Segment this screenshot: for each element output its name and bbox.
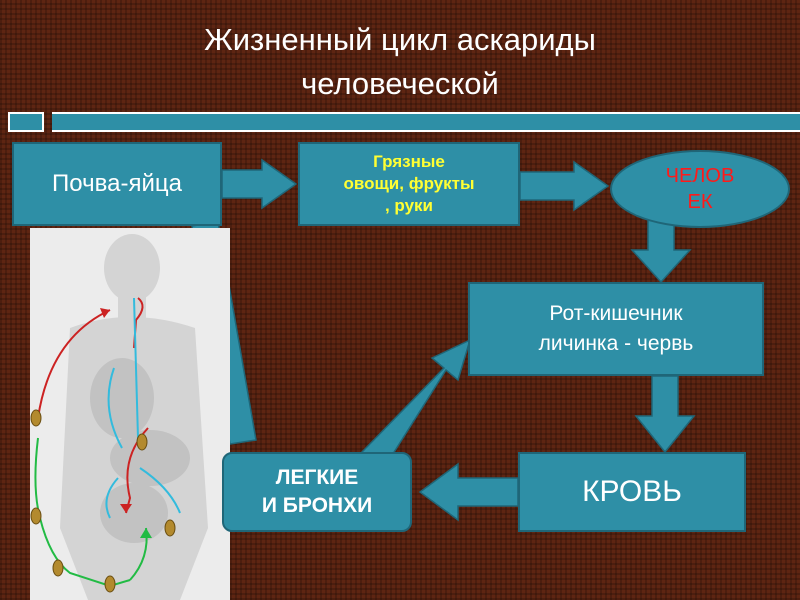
title-line-2: человеческой [301,66,499,101]
node-soil-eggs: Почва-яйца [12,142,222,226]
decor-bar-long [52,112,800,132]
node-mouth-intestine: Рот-кишечник личинка - червь [468,282,764,376]
node-veg-line-3: , руки [384,196,433,215]
node-lungs-line-1: ЛЕГКИЕ [275,466,359,489]
arrow-down-icon [634,375,696,454]
node-soil-label: Почва-яйца [52,170,182,197]
node-veg-line-1: Грязные [373,152,445,171]
node-veg-line-2: овощи, фрукты [343,174,475,193]
arrow-right-icon [519,160,610,212]
node-lungs-line-2: И БРОНХИ [261,494,373,517]
node-blood-label: КРОВЬ [582,475,682,508]
arrow-up-right-icon [360,338,472,470]
node-human-line-1: ЧЕЛОВ [665,165,735,187]
node-mouth-line-1: Рот-кишечник [549,302,683,325]
human-body-illustration [30,228,230,600]
node-human-line-2: ЕК [687,191,713,213]
node-human: ЧЕЛОВ ЕК [610,150,790,228]
title-line-1: Жизненный цикл аскариды [204,22,596,57]
node-dirty-vegetables: Грязные овощи, фрукты , руки [298,142,520,226]
decor-bar-small [8,112,44,132]
node-lungs-bronchi: ЛЕГКИЕ И БРОНХИ [222,452,412,532]
node-blood: КРОВЬ [518,452,746,532]
node-mouth-line-2: личинка - червь [538,332,694,355]
page-title: Жизненный цикл аскариды человеческой [0,18,800,106]
arrow-left-icon [418,462,519,522]
arrow-right-icon [221,158,298,210]
